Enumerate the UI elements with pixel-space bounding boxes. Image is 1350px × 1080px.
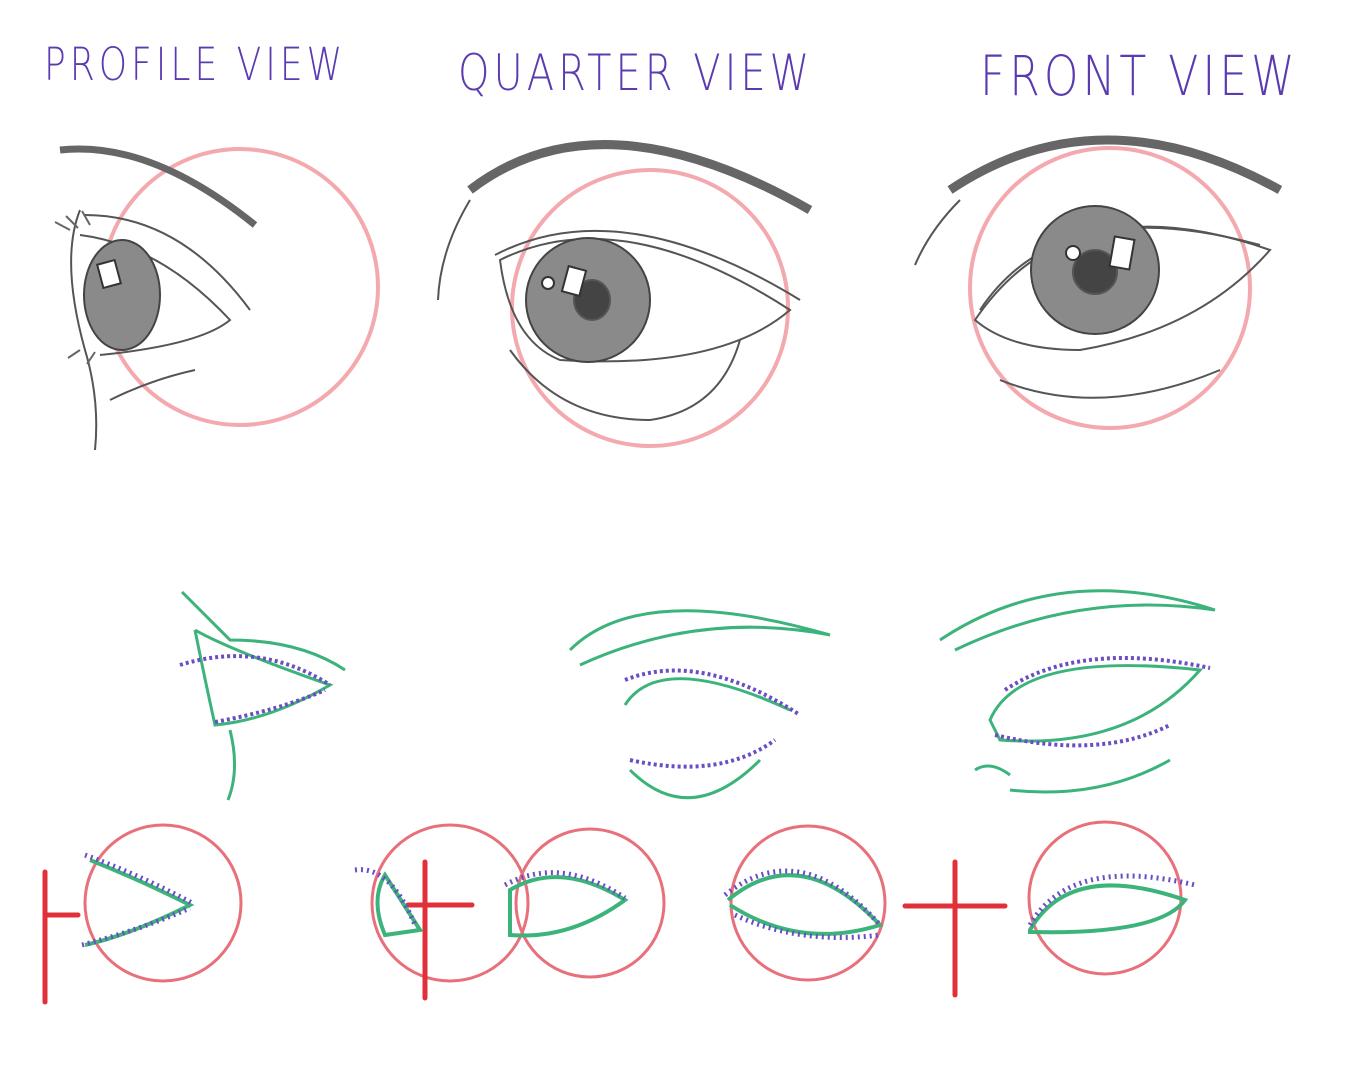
- front-guide-circle: [968, 146, 1252, 430]
- quarter-eye-sketch: [437, 140, 813, 422]
- quarter-view-label: QUARTER VIEW: [458, 45, 814, 103]
- front-view-label: FRONT VIEW: [980, 45, 1299, 109]
- closed-eyes-row: [179, 589, 1216, 801]
- construction-row: [42, 820, 1196, 1005]
- profile-view-label: PROFILE VIEW: [44, 40, 347, 92]
- profile-eye-sketch: [54, 145, 258, 451]
- front-eye-sketch: [914, 135, 1283, 399]
